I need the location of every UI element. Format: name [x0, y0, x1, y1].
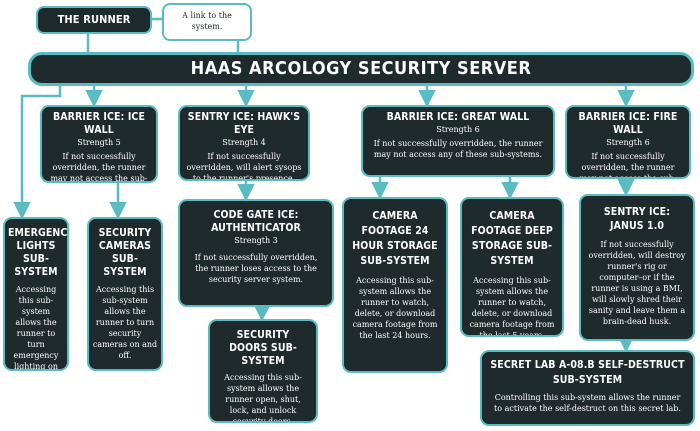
- runner-link-note: A link to the system.: [162, 3, 252, 41]
- ice-wall-title: BARRIER ICE: ICE WALL: [52, 111, 146, 136]
- emergency-lights-text: Accessing this sub-system allows the run…: [13, 285, 59, 371]
- fire-wall-title: BARRIER ICE: FIRE WALL: [578, 111, 678, 136]
- great-wall-node: BARRIER ICE: GREAT WALL Strength 6 If no…: [361, 105, 555, 177]
- secret-lab-text: Controlling this sub-system allows the r…: [494, 393, 681, 413]
- hawks-eye-text: If not successfully overridden, will ale…: [186, 152, 302, 181]
- hawks-eye-strength: Strength 4: [222, 138, 266, 147]
- security-server-title: HAAS ARCOLOGY SECURITY SERVER: [190, 58, 532, 79]
- the-runner-node: THE RUNNER: [36, 6, 152, 34]
- secret-lab-node: SECRET LAB A-08.B SELF-DESTRUCT SUB-SYST…: [480, 350, 695, 426]
- security-doors-text: Accessing this sub-system allows the run…: [224, 373, 302, 423]
- fire-wall-strength: Strength 6: [606, 138, 650, 147]
- janus-node: SENTRY ICE: JANUS 1.0 If not successfull…: [579, 194, 695, 341]
- secret-lab-title: SECRET LAB A-08.B SELF-DESTRUCT SUB-SYST…: [490, 359, 685, 386]
- ice-wall-text: If not successfully overridden, the runn…: [50, 152, 148, 183]
- authenticator-title: CODE GATE ICE: AUTHENTICATOR: [211, 209, 301, 234]
- hawks-eye-title: SENTRY ICE: HAWK'S EYE: [187, 111, 301, 136]
- ice-wall-node: BARRIER ICE: ICE WALL Strength 5 If not …: [40, 105, 158, 183]
- security-cameras-text: Accessing this sub-system allows the run…: [92, 285, 158, 360]
- the-runner-title: THE RUNNER: [57, 13, 131, 26]
- emergency-lights-title: EMERGENCY LIGHTS SUB-SYSTEM: [8, 227, 69, 278]
- security-cameras-node: SECURITY CAMERAS SUB-SYSTEM Accessing th…: [87, 217, 163, 371]
- great-wall-title: BARRIER ICE: GREAT WALL: [386, 111, 530, 123]
- hawks-eye-node: SENTRY ICE: HAWK'S EYE Strength 4 If not…: [178, 105, 310, 181]
- camera-24h-node: CAMERA FOOTAGE 24 HOUR STORAGE SUB-SYSTE…: [342, 197, 448, 373]
- authenticator-strength: Strength 3: [234, 236, 278, 245]
- emergency-lights-node: EMERGENCY LIGHTS SUB-SYSTEM Accessing th…: [3, 217, 69, 371]
- security-doors-node: SECURITY DOORS SUB-SYSTEM Accessing this…: [208, 319, 318, 423]
- janus-text: If not successfully overridden, will des…: [588, 240, 686, 326]
- great-wall-text: If not successfully overridden, the runn…: [373, 139, 543, 159]
- camera-deep-node: CAMERA FOOTAGE DEEP STORAGE SUB-SYSTEM A…: [460, 197, 564, 337]
- security-server-banner: HAAS ARCOLOGY SECURITY SERVER: [28, 52, 694, 86]
- security-cameras-title: SECURITY CAMERAS SUB-SYSTEM: [98, 227, 152, 278]
- janus-title: SENTRY ICE: JANUS 1.0: [603, 206, 671, 232]
- authenticator-node: CODE GATE ICE: AUTHENTICATOR Strength 3 …: [178, 199, 334, 307]
- great-wall-strength: Strength 6: [436, 125, 480, 134]
- camera-24h-title: CAMERA FOOTAGE 24 HOUR STORAGE SUB-SYSTE…: [352, 210, 438, 267]
- ice-wall-strength: Strength 5: [77, 138, 121, 147]
- fire-wall-text: If not successfully overridden, the runn…: [579, 152, 677, 179]
- authenticator-text: If not successfully overridden, the runn…: [194, 253, 318, 284]
- camera-deep-text: Accessing this sub-system allows the run…: [469, 276, 555, 337]
- fire-wall-node: BARRIER ICE: FIRE WALL Strength 6 If not…: [565, 105, 691, 179]
- security-doors-title: SECURITY DOORS SUB-SYSTEM: [229, 329, 297, 367]
- camera-24h-text: Accessing this sub-system allows the run…: [352, 276, 438, 340]
- camera-deep-title: CAMERA FOOTAGE DEEP STORAGE SUB-SYSTEM: [471, 210, 553, 267]
